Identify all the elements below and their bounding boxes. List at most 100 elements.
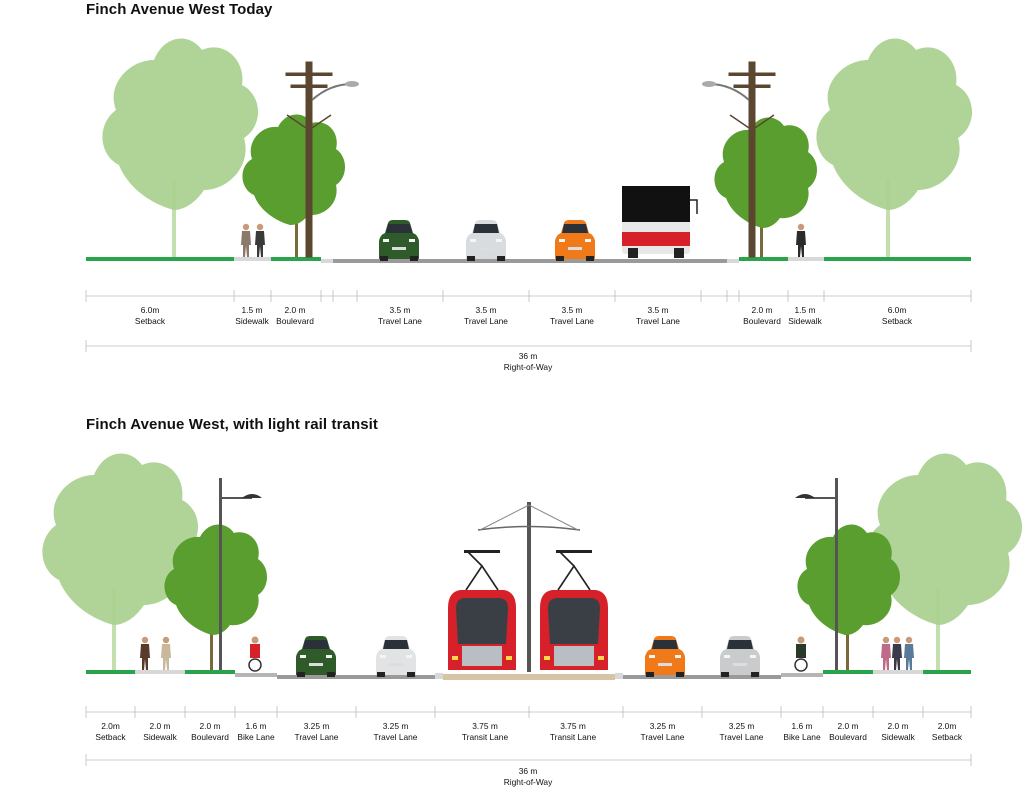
lrt-dimension-lines: [85, 706, 972, 766]
total-width: 36 m: [518, 766, 538, 776]
total-width: 36 m: [518, 351, 538, 361]
pedestrian: [140, 636, 150, 670]
lrt-title: Finch Avenue West, with light rail trans…: [86, 416, 379, 433]
segment-width: 2.0 m: [149, 721, 171, 731]
tree: [714, 117, 817, 257]
street-light: [219, 478, 262, 670]
tree: [164, 524, 267, 670]
utility-pole: [702, 61, 776, 258]
segment-width: 3.5 m: [561, 305, 583, 315]
segment-label: Travel Lane: [373, 732, 418, 742]
segment-label: Travel Lane: [636, 316, 680, 326]
car: [645, 636, 685, 677]
today-dimension-lines: [85, 290, 972, 352]
segment-width: 3.75 m: [472, 721, 498, 731]
car: [379, 220, 419, 261]
segment-width: 2.0m: [937, 721, 957, 731]
tree: [242, 114, 345, 257]
utility-pole: [285, 61, 359, 258]
tree: [42, 453, 199, 670]
segment-width: 2.0 m: [751, 305, 773, 315]
car: [466, 220, 506, 261]
segment-label: Travel Lane: [719, 732, 764, 742]
segment-width: 1.5 m: [794, 305, 816, 315]
tree: [797, 524, 900, 670]
pedestrian: [796, 223, 806, 257]
car: [376, 636, 416, 677]
segment-width: 1.6 m: [245, 721, 267, 731]
segment-width: 3.25 m: [382, 721, 409, 731]
segment-label: Setback: [881, 316, 913, 326]
segment-label: Travel Lane: [550, 316, 594, 326]
segment-label: Boulevard: [743, 316, 781, 326]
segment-width: 3.25 m: [649, 721, 676, 731]
segment-label: Sidewalk: [881, 732, 915, 742]
segment-label: Travel Lane: [378, 316, 422, 326]
segment-width: 6.0m: [887, 305, 907, 315]
segment-width: 1.6 m: [791, 721, 813, 731]
car: [296, 636, 336, 677]
segment-label: Travel Lane: [640, 732, 685, 742]
pedestrian: [161, 636, 171, 670]
segment-width: 3.5 m: [389, 305, 411, 315]
segment-label: Travel Lane: [464, 316, 508, 326]
tree: [816, 38, 973, 257]
pedestrian: [255, 223, 265, 257]
segment-label: Sidewalk: [788, 316, 822, 326]
segment-label: Boulevard: [829, 732, 867, 742]
segment-width: 2.0 m: [837, 721, 859, 731]
segment-width: 2.0 m: [199, 721, 221, 731]
segment-label: Travel Lane: [294, 732, 339, 742]
segment-label: Setback: [134, 316, 166, 326]
total-label: Right-of-Way: [503, 777, 553, 787]
car: [720, 636, 760, 677]
segment-width: 2.0 m: [887, 721, 909, 731]
light-rail-vehicle: [539, 549, 609, 671]
street-light: [795, 478, 838, 670]
pedestrian: [892, 636, 902, 670]
today-title: Finch Avenue West Today: [86, 1, 273, 18]
cyclist: [794, 636, 808, 672]
segment-label: Boulevard: [276, 316, 314, 326]
today-ground: [86, 257, 971, 263]
segment-width: 3.75 m: [560, 721, 586, 731]
segment-width: 3.25 m: [303, 721, 330, 731]
segment-label: Transit Lane: [461, 732, 509, 742]
segment-width: 2.0m: [101, 721, 120, 731]
tree: [102, 38, 259, 257]
segment-width: 3.25 m: [728, 721, 755, 731]
segment-width: 1.5 m: [241, 305, 263, 315]
car: [555, 220, 595, 261]
segment-label: Setback: [95, 732, 126, 742]
segment-width: 3.5 m: [647, 305, 669, 315]
overhead-catenary-pole: [477, 502, 581, 672]
segment-label: Sidewalk: [143, 732, 177, 742]
segment-label: Setback: [931, 732, 963, 742]
pedestrian: [881, 636, 891, 670]
total-label: Right-of-Way: [503, 362, 553, 372]
bus: [622, 186, 698, 258]
